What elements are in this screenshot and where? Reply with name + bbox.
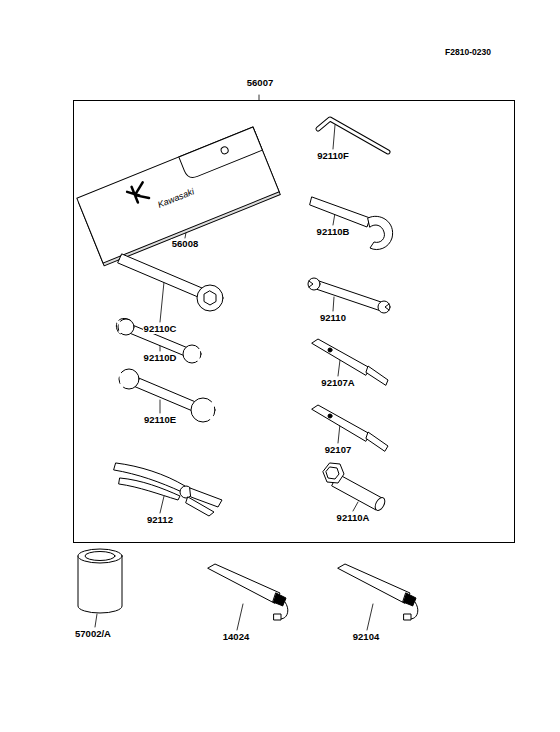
callout-number: 92112 [146,515,174,525]
callout-number: 92110D [143,353,178,363]
tool-pouch [77,127,281,266]
callout-number: 92110 [319,313,347,323]
callout-number: 92107A [320,378,355,388]
callout-number: 92110F [316,151,350,161]
double-wrench [308,278,390,313]
callout-number: 92110B [316,227,351,237]
grease-tube [338,564,418,620]
callout-number: 57002/A [74,629,112,639]
kit-outline-box: 56007 [73,100,515,543]
callout-number: 56008 [171,239,199,249]
callout-number: 14024 [222,632,250,642]
ring-wrench [118,254,223,311]
callout-number: 92110C [143,324,178,334]
callout-number: 92110A [336,513,371,523]
oil-filter [78,549,122,613]
callout-number: 92107 [324,445,352,455]
figure-code: F2810-0230 [444,48,492,57]
open-wrench [116,318,201,363]
hex-wrench [318,119,388,152]
grease-tube [208,564,288,620]
hook-spanner [310,197,393,250]
pliers [114,463,222,516]
callout-number: 92104 [352,632,380,642]
socket-tool [323,463,387,512]
callout-number: 56007 [246,78,274,88]
callout-number: 92110E [143,415,177,425]
